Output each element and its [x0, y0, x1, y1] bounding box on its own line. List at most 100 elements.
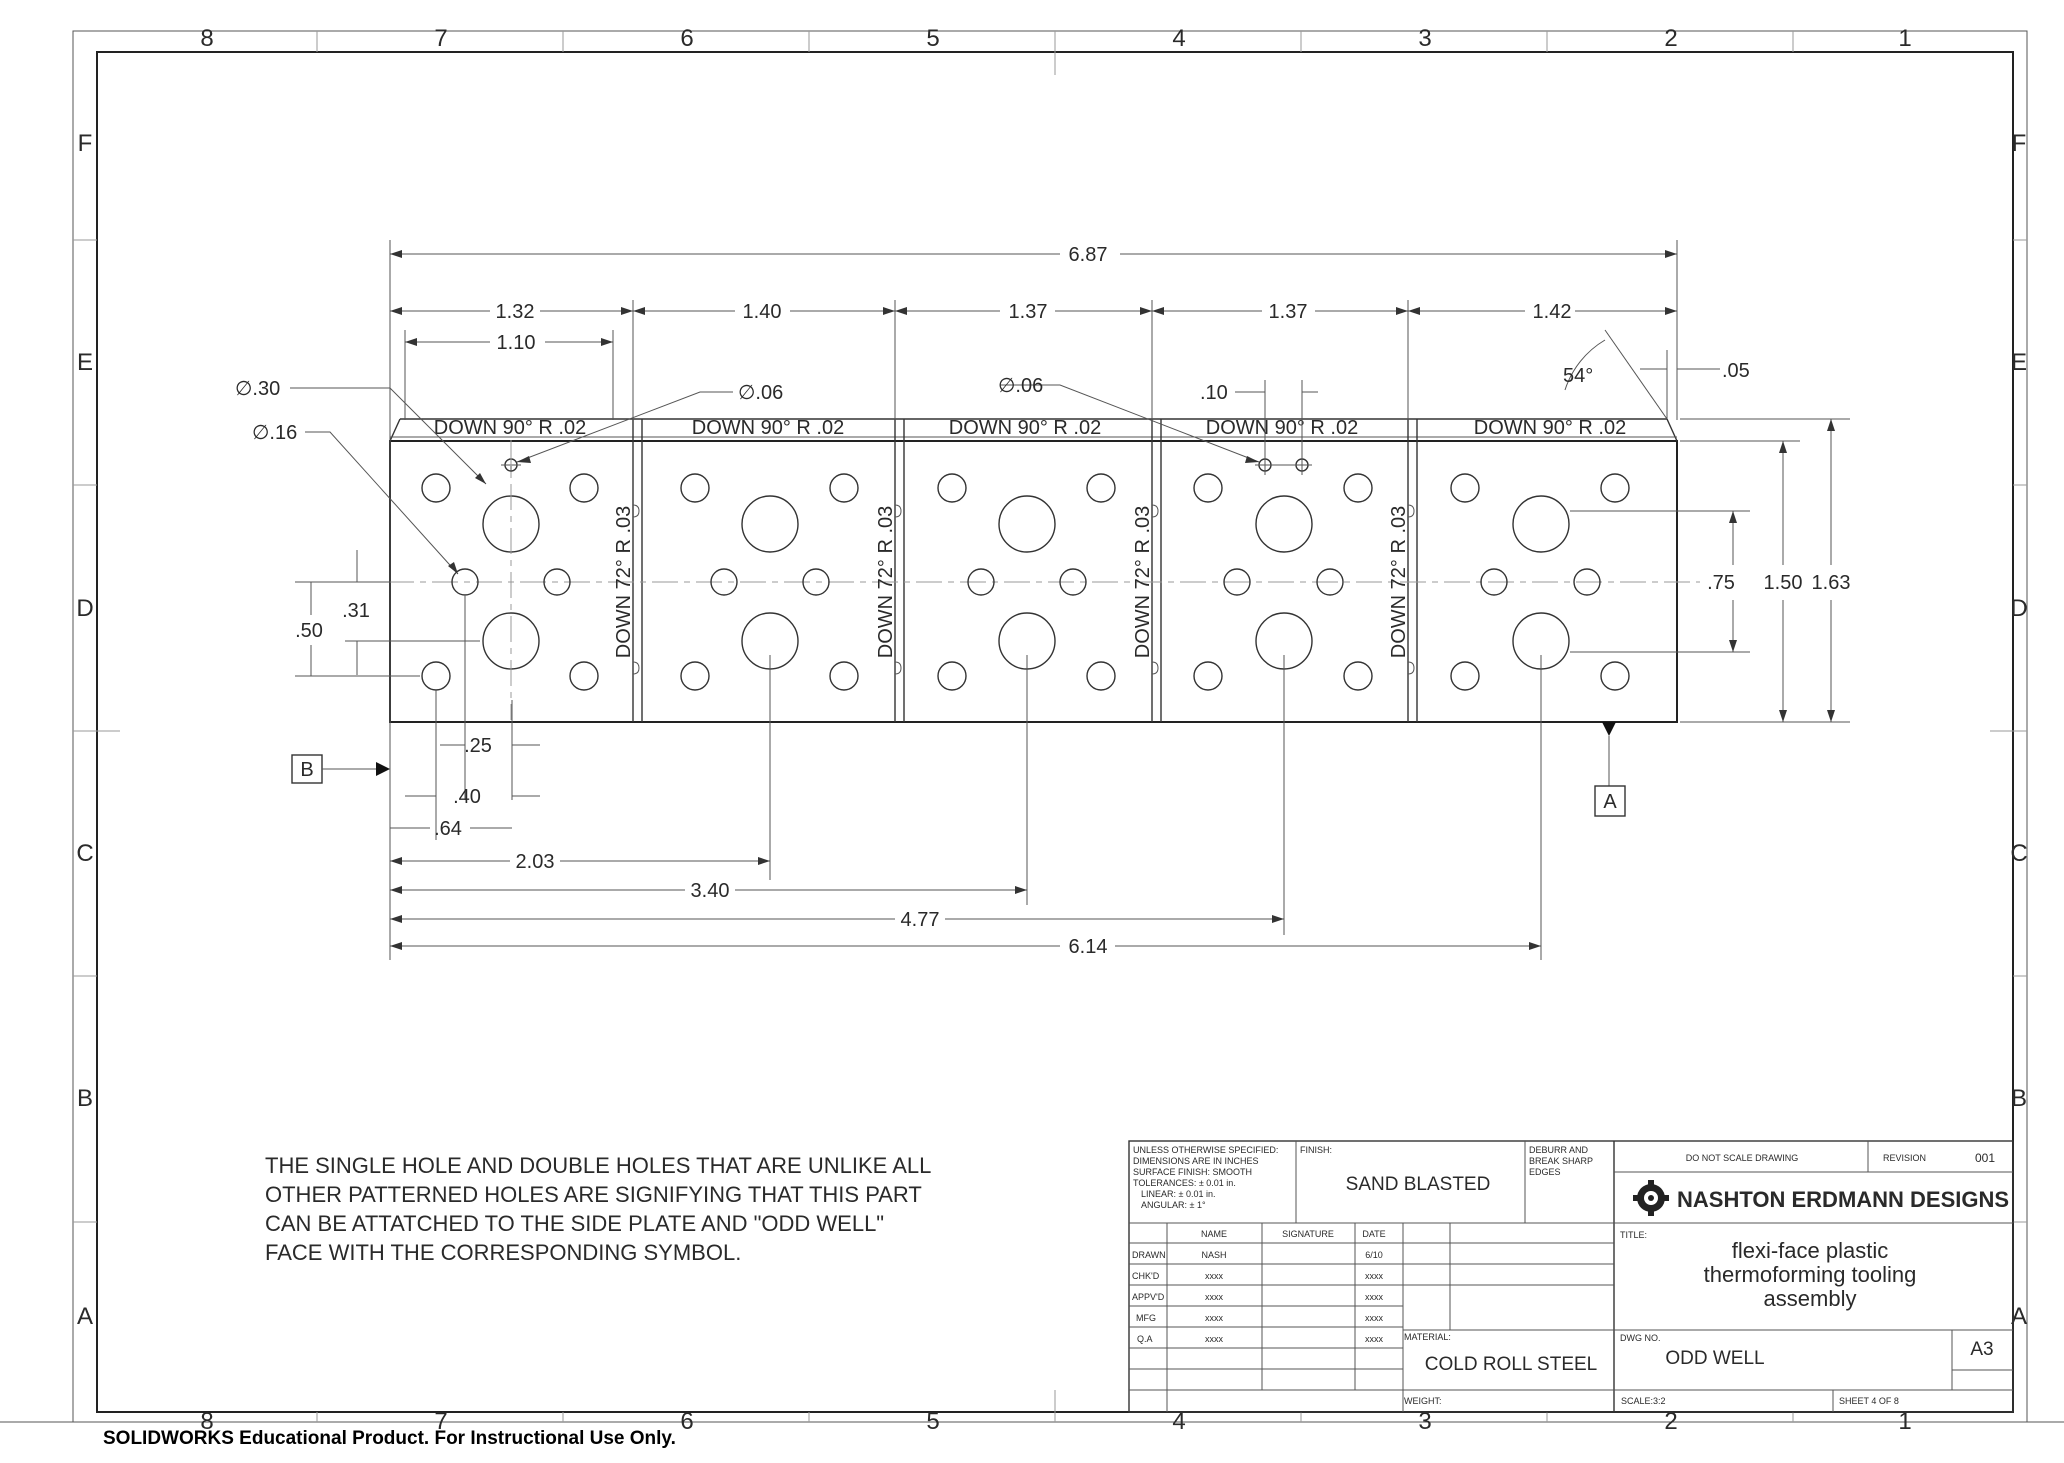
bend-note-top-1: DOWN 90° R .02 — [434, 417, 586, 439]
zone-col-2-bottom: 2 — [1664, 1408, 1677, 1435]
dim-height-overall: 1.63 — [1812, 572, 1851, 594]
dim-dia-pin-1: ∅.06 — [738, 382, 783, 404]
bend-note-side-4: DOWN 72° R .03 — [1388, 506, 1410, 658]
zone-letters-left: F E D C B A — [76, 130, 93, 1330]
dim-segment-4: 1.37 — [1269, 301, 1308, 323]
zone-row-e: E — [77, 349, 93, 376]
row-date-appvd: xxxx — [1365, 1292, 1384, 1302]
material-label: MATERIAL: — [1404, 1332, 1451, 1342]
sheet-number: SHEET 4 OF 8 — [1839, 1396, 1899, 1406]
row-role-drawn: DRAWN — [1132, 1250, 1166, 1260]
bend-note-top-5: DOWN 90° R .02 — [1474, 417, 1626, 439]
bend-note-top-2: DOWN 90° R .02 — [692, 417, 844, 439]
row-role-qa: Q.A — [1137, 1334, 1153, 1344]
dim-x-614: 6.14 — [1069, 936, 1108, 958]
row-role-appvd: APPV'D — [1132, 1292, 1165, 1302]
bend-note-side-1: DOWN 72° R .03 — [613, 506, 635, 658]
dim-segment-3: 1.37 — [1009, 301, 1048, 323]
header-signature: SIGNATURE — [1282, 1229, 1334, 1239]
row-name-appvd: xxxx — [1205, 1292, 1224, 1302]
educational-watermark: SOLIDWORKS Educational Product. For Inst… — [103, 1428, 676, 1449]
row-role-chkd: CHK'D — [1132, 1271, 1160, 1281]
dim-dia-medium: ∅.16 — [252, 422, 297, 444]
dim-left-y-outer: .50 — [295, 620, 323, 642]
arrowheads — [390, 250, 1835, 950]
revision-label: REVISION — [1883, 1153, 1926, 1163]
weight-label: WEIGHT: — [1404, 1396, 1442, 1406]
dim-height-body: 1.50 — [1764, 572, 1803, 594]
zone-col-1: 1 — [1898, 25, 1911, 52]
datum-b-label: B — [300, 759, 313, 781]
row-name-drawn: NASH — [1201, 1250, 1226, 1260]
dim-x-40: .40 — [453, 786, 481, 808]
datum-a-label: A — [1603, 791, 1617, 813]
zone-row-f: F — [78, 130, 93, 157]
datum-a: A — [1594, 722, 1626, 817]
dwg-no-value: ODD WELL — [1665, 1348, 1764, 1369]
dim-overall-length: 6.87 — [1069, 244, 1108, 266]
dim-x-64: .64 — [434, 818, 462, 840]
note-line-1: THE SINGLE HOLE AND DOUBLE HOLES THAT AR… — [265, 1153, 931, 1178]
pin-center-marks — [501, 440, 1312, 720]
header-name: NAME — [1201, 1229, 1227, 1239]
row-name-chkd: xxxx — [1205, 1271, 1224, 1281]
title-line-3: assembly — [1764, 1286, 1857, 1311]
zone-col-5-bottom: 5 — [926, 1408, 939, 1435]
zone-col-6-bottom: 6 — [680, 1408, 693, 1435]
dim-hole-x-first: 1.10 — [497, 332, 536, 354]
dimension-lines — [290, 240, 1850, 960]
title-line-2: thermoforming tooling — [1704, 1262, 1917, 1287]
zone-col-4: 4 — [1172, 25, 1185, 52]
spec-line-1: UNLESS OTHERWISE SPECIFIED: — [1133, 1145, 1278, 1155]
zone-row-d: D — [76, 595, 93, 622]
spec-line-5: LINEAR: ± 0.01 in. — [1141, 1189, 1215, 1199]
general-note: THE SINGLE HOLE AND DOUBLE HOLES THAT AR… — [265, 1153, 931, 1265]
dim-segment-2: 1.40 — [743, 301, 782, 323]
zone-col-5: 5 — [926, 25, 939, 52]
note-line-2: OTHER PATTERNED HOLES ARE SIGNIFYING THA… — [265, 1182, 922, 1207]
dim-height-hole-pitch: .75 — [1707, 572, 1735, 594]
row-date-qa: xxxx — [1365, 1334, 1384, 1344]
bend-note-top-4: DOWN 90° R .02 — [1206, 417, 1358, 439]
finish-label: FINISH: — [1300, 1145, 1332, 1155]
zone-col-2: 2 — [1664, 25, 1677, 52]
zone-row-b-right: B — [2011, 1085, 2027, 1112]
bend-note-side-3: DOWN 72° R .03 — [1132, 506, 1154, 658]
zone-letters-right: F E D C B A — [2010, 130, 2027, 1330]
company-logo-icon — [1633, 1180, 1669, 1216]
do-not-scale: DO NOT SCALE DRAWING — [1686, 1153, 1799, 1163]
dim-segment-5: 1.42 — [1533, 301, 1572, 323]
dim-x-340: 3.40 — [691, 880, 730, 902]
dim-x-203: 2.03 — [516, 851, 555, 873]
zone-col-7: 7 — [434, 25, 447, 52]
note-line-3: CAN BE ATTATCHED TO THE SIDE PLATE AND "… — [265, 1211, 884, 1236]
row-role-mfg: MFG — [1136, 1313, 1156, 1323]
deburr-line-1: DEBURR AND — [1529, 1145, 1589, 1155]
zone-col-6: 6 — [680, 25, 693, 52]
row-date-mfg: xxxx — [1365, 1313, 1384, 1323]
title-block: UNLESS OTHERWISE SPECIFIED: DIMENSIONS A… — [1128, 1140, 2014, 1413]
deburr-line-3: EDGES — [1529, 1167, 1561, 1177]
bend-note-side-2: DOWN 72° R .03 — [875, 506, 897, 658]
zone-col-7-bottom: 7 — [434, 1408, 447, 1435]
spec-line-6: ANGULAR: ± 1° — [1141, 1200, 1206, 1210]
dim-chamfer-angle: 54° — [1563, 365, 1593, 387]
bend-notes-side: DOWN 72° R .03 DOWN 72° R .03 DOWN 72° R… — [613, 506, 1410, 658]
zone-col-8-bottom: 8 — [200, 1408, 213, 1435]
dim-dia-large: ∅.30 — [235, 378, 280, 400]
zone-numbers-bottom: 8 7 6 5 4 3 2 1 — [200, 1408, 1911, 1435]
row-date-chkd: xxxx — [1365, 1271, 1384, 1281]
scale-value: SCALE:3:2 — [1621, 1396, 1666, 1406]
company-name: NASHTON ERDMANN DESIGNS — [1677, 1187, 2009, 1212]
zone-col-1-bottom: 1 — [1898, 1408, 1911, 1435]
revision-value: 001 — [1975, 1151, 1995, 1165]
deburr-line-2: BREAK SHARP — [1529, 1156, 1593, 1166]
zone-row-f-right: F — [2012, 130, 2027, 157]
zone-col-8: 8 — [200, 25, 213, 52]
zone-row-a-right: A — [2011, 1303, 2027, 1330]
dim-left-y-inner: .31 — [342, 600, 370, 622]
dim-x-477: 4.77 — [901, 909, 940, 931]
finish-value: SAND BLASTED — [1346, 1174, 1491, 1195]
zone-col-4-bottom: 4 — [1172, 1408, 1185, 1435]
